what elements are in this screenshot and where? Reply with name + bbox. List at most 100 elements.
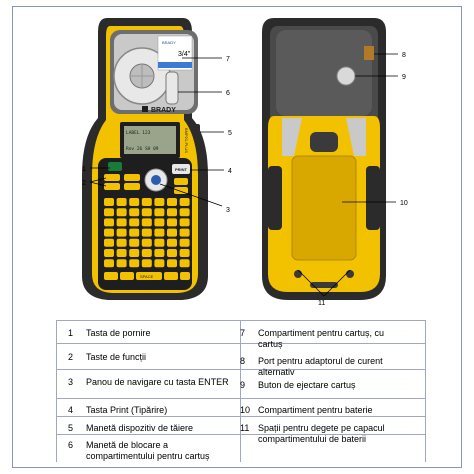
callout-8: 8 bbox=[402, 52, 406, 59]
keyboard-key[interactable] bbox=[167, 228, 177, 237]
legend-row-divider bbox=[56, 416, 426, 417]
callout-2: 2 bbox=[82, 180, 86, 187]
print-key[interactable] bbox=[172, 164, 190, 174]
legend-number: 11 bbox=[240, 423, 250, 433]
keyboard-key[interactable] bbox=[129, 198, 140, 206]
power-button[interactable] bbox=[108, 162, 122, 171]
cutter-lever[interactable] bbox=[194, 124, 200, 138]
keyboard-key[interactable] bbox=[141, 249, 152, 257]
legend-text: Tasta Print (Tipărire) bbox=[86, 405, 168, 415]
callout-6: 6 bbox=[226, 90, 230, 97]
enter-key[interactable] bbox=[151, 175, 161, 185]
cartridge-eject-button[interactable] bbox=[336, 66, 356, 86]
legend-row-divider bbox=[56, 369, 426, 370]
finger-grip-right[interactable] bbox=[346, 270, 354, 278]
screen-line-1: LABEL 123 bbox=[126, 130, 151, 136]
keyboard-key[interactable] bbox=[179, 228, 190, 237]
keyboard-key[interactable] bbox=[129, 238, 140, 247]
keyboard-key[interactable] bbox=[167, 218, 177, 227]
legend-text: Manetă de blocare a compartimentului pen… bbox=[86, 440, 210, 461]
callout-1: 1 bbox=[82, 166, 86, 173]
keyboard-key[interactable] bbox=[167, 208, 177, 217]
keyboard-key[interactable] bbox=[104, 249, 114, 257]
keyboard-key[interactable] bbox=[104, 228, 114, 237]
keyboard-key[interactable] bbox=[167, 198, 177, 206]
legend-number: 8 bbox=[240, 356, 246, 366]
ac-adapter-port[interactable] bbox=[364, 46, 374, 60]
keyboard-key[interactable] bbox=[104, 238, 114, 247]
keyboard-key[interactable] bbox=[116, 238, 127, 247]
keyboard-key[interactable] bbox=[104, 208, 114, 217]
keyboard-key[interactable] bbox=[129, 218, 140, 227]
keyboard-key[interactable] bbox=[116, 218, 127, 227]
keyboard-key[interactable] bbox=[154, 218, 165, 227]
keyboard-key[interactable] bbox=[141, 259, 152, 268]
function-key-2[interactable] bbox=[104, 183, 120, 190]
legend-text: Compartiment pentru baterie bbox=[258, 405, 373, 415]
legend-text: Panou de navigare cu tasta ENTER bbox=[86, 377, 229, 387]
keyboard-key[interactable] bbox=[179, 249, 190, 257]
keyboard-key[interactable] bbox=[179, 198, 190, 206]
keyboard-key[interactable] bbox=[116, 259, 127, 268]
keyboard-key[interactable] bbox=[154, 259, 165, 268]
keyboard-key[interactable] bbox=[154, 198, 165, 206]
keyboard-key[interactable] bbox=[104, 218, 114, 227]
legend-number: 9 bbox=[240, 380, 246, 390]
brand-logo: BRADY bbox=[151, 107, 176, 114]
legend-number: 6 bbox=[68, 440, 74, 450]
legend-row-divider bbox=[56, 343, 426, 344]
keyboard-key[interactable] bbox=[167, 238, 177, 247]
callout-numbers: 1 2 3 4 5 6 7 8 9 10 11 bbox=[82, 52, 408, 307]
keyboard-key[interactable] bbox=[167, 249, 177, 257]
keyboard-key[interactable] bbox=[141, 218, 152, 227]
keyboard-key[interactable] bbox=[141, 238, 152, 247]
keyboard-key[interactable] bbox=[141, 208, 152, 217]
legend-number: 1 bbox=[68, 328, 74, 338]
keyboard-key[interactable] bbox=[116, 208, 127, 217]
keyboard-key[interactable] bbox=[129, 259, 140, 268]
keyboard-key[interactable] bbox=[154, 238, 165, 247]
battery-compartment[interactable] bbox=[291, 155, 357, 261]
keyboard bbox=[104, 198, 190, 268]
keyboard-key[interactable] bbox=[167, 259, 177, 268]
keyboard-key[interactable] bbox=[141, 198, 152, 206]
keyboard-key[interactable] bbox=[179, 218, 190, 227]
keyboard-key[interactable] bbox=[179, 238, 190, 247]
keyboard-key[interactable] bbox=[154, 228, 165, 237]
legend-number: 2 bbox=[68, 352, 74, 362]
legend-number: 5 bbox=[68, 423, 74, 433]
function-key-1[interactable] bbox=[104, 174, 120, 181]
keyboard-key[interactable] bbox=[129, 249, 140, 257]
cartridge-lock-lever[interactable] bbox=[165, 71, 179, 105]
space-key-label: SPACE bbox=[140, 274, 154, 279]
finger-grip-left[interactable] bbox=[294, 270, 302, 278]
keyboard-key[interactable] bbox=[154, 249, 165, 257]
legend-rule-top bbox=[56, 320, 426, 321]
legend-row-divider bbox=[56, 434, 426, 435]
screen-line-2: Rev 26 SH 09 bbox=[126, 146, 159, 152]
keyboard-key[interactable] bbox=[179, 259, 190, 268]
legend-row-divider bbox=[56, 398, 426, 399]
keyboard-key[interactable] bbox=[129, 208, 140, 217]
legend-text: Buton de ejectare cartuș bbox=[258, 380, 356, 390]
space-key[interactable] bbox=[136, 272, 162, 280]
cartridge-size-label: 3/4" bbox=[178, 51, 191, 58]
legend-number: 3 bbox=[68, 377, 74, 387]
bottom-brand: BRADY bbox=[140, 286, 161, 292]
keyboard-key[interactable] bbox=[179, 208, 190, 217]
keyboard-key[interactable] bbox=[116, 198, 127, 206]
keyboard-key[interactable] bbox=[129, 228, 140, 237]
legend-rule-middle bbox=[240, 320, 241, 462]
keyboard-key[interactable] bbox=[116, 249, 127, 257]
callout-11: 11 bbox=[318, 300, 325, 307]
callout-lines bbox=[89, 53, 398, 297]
keyboard-key[interactable] bbox=[104, 198, 114, 206]
print-key-label: PRINT bbox=[175, 167, 188, 172]
keyboard-key[interactable] bbox=[154, 208, 165, 217]
keyboard-key[interactable] bbox=[104, 259, 114, 268]
model-label: BMP21-PLUS bbox=[184, 128, 189, 153]
legend-text: Manetă dispozitiv de tăiere bbox=[86, 423, 194, 433]
keyboard-key[interactable] bbox=[141, 228, 152, 237]
keyboard-key[interactable] bbox=[116, 228, 127, 237]
printer-back bbox=[262, 18, 386, 300]
